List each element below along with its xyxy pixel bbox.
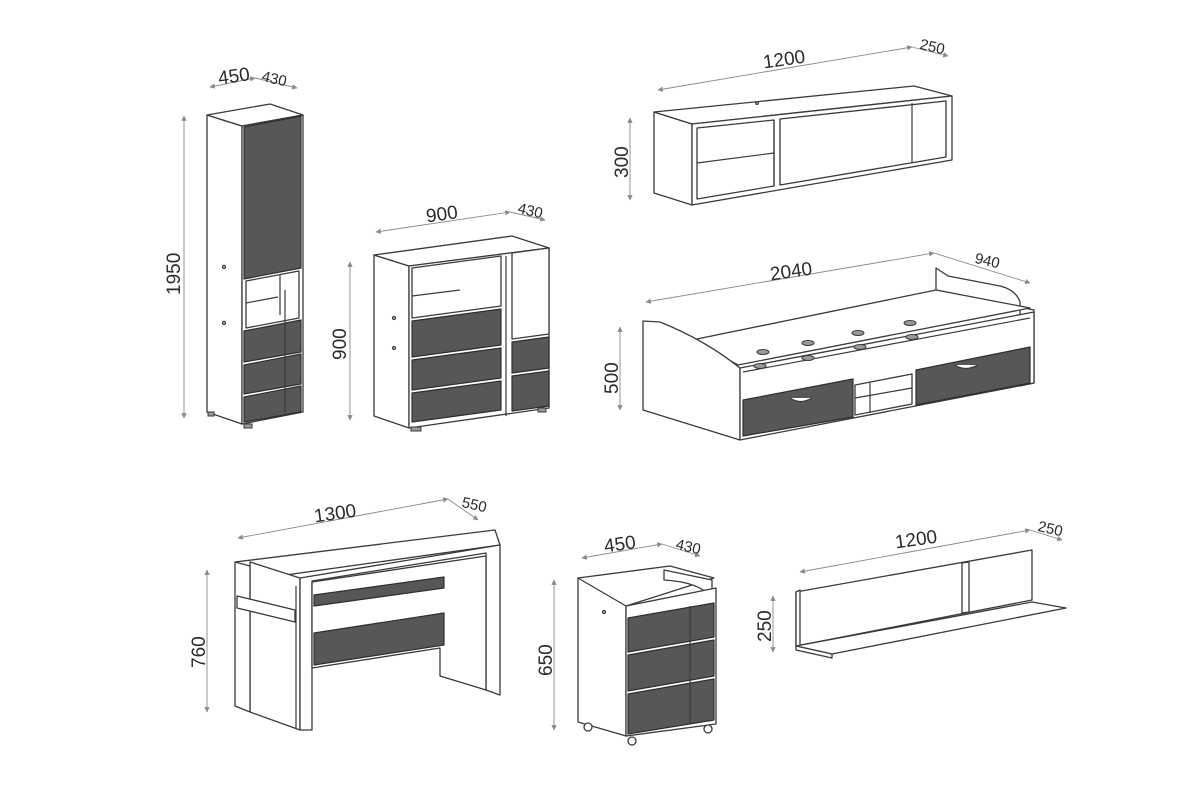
wall-shelf-unit: 1200 250 300: [612, 36, 953, 206]
desk: 1300 550 760: [189, 494, 501, 731]
desk-height-label: 760: [189, 636, 210, 668]
wall-shelf-width-label: 1200: [894, 527, 939, 554]
bed-drawing: [642, 267, 1035, 441]
desk-dimensions: 1300 550 760: [189, 494, 488, 713]
wall-shelf-unit-height-label: 300: [612, 146, 633, 178]
tall-cabinet-height-label: 1950: [164, 253, 185, 295]
mobile-drawer-unit: 450 430 650: [536, 532, 717, 746]
desk-drawing: [234, 529, 501, 731]
chest-height-label: 900: [330, 328, 351, 360]
tall-cabinet-dimensions: 450 430 1950: [164, 64, 298, 419]
desk-width-label: 1300: [313, 501, 358, 528]
wall-shelf-unit-dimensions: 1200 250 300: [612, 36, 949, 201]
chest-of-drawers: 900 430 900: [330, 200, 550, 432]
mobile-drawer-depth-label: 430: [674, 536, 702, 558]
mobile-drawer-unit-drawing: [577, 565, 717, 746]
wall-shelf-unit-drawing: [653, 85, 953, 206]
chest-width-label: 900: [425, 202, 459, 227]
wall-shelf: 1200 250 250: [755, 518, 1067, 659]
wall-shelf-drawing: [795, 549, 1067, 659]
desk-depth-label: 550: [460, 494, 488, 516]
mobile-drawer-height-label: 650: [536, 644, 557, 676]
tall-cabinet-width-label: 450: [217, 64, 251, 89]
tall-cabinet-depth-label: 430: [260, 68, 288, 90]
tall-cabinet: 450 430 1950: [164, 64, 304, 429]
wall-shelf-depth-label: 250: [1036, 518, 1064, 540]
bed: 2040 940 500: [602, 250, 1035, 441]
bed-height-label: 500: [602, 362, 623, 394]
wall-shelf-unit-depth-label: 250: [918, 36, 946, 58]
mobile-drawer-width-label: 450: [603, 532, 637, 557]
wall-shelf-unit-width-label: 1200: [762, 47, 807, 74]
bed-width-label: 2040: [769, 259, 814, 286]
tall-cabinet-drawing: [206, 103, 304, 429]
bed-depth-label: 940: [973, 250, 1001, 272]
mobile-drawer-unit-dimensions: 450 430 650: [536, 532, 702, 731]
chest-depth-label: 430: [516, 200, 544, 222]
wall-shelf-height-label: 250: [755, 610, 776, 642]
chest-of-drawers-dimensions: 900 430 900: [330, 200, 546, 421]
chest-of-drawers-drawing: [373, 235, 550, 432]
